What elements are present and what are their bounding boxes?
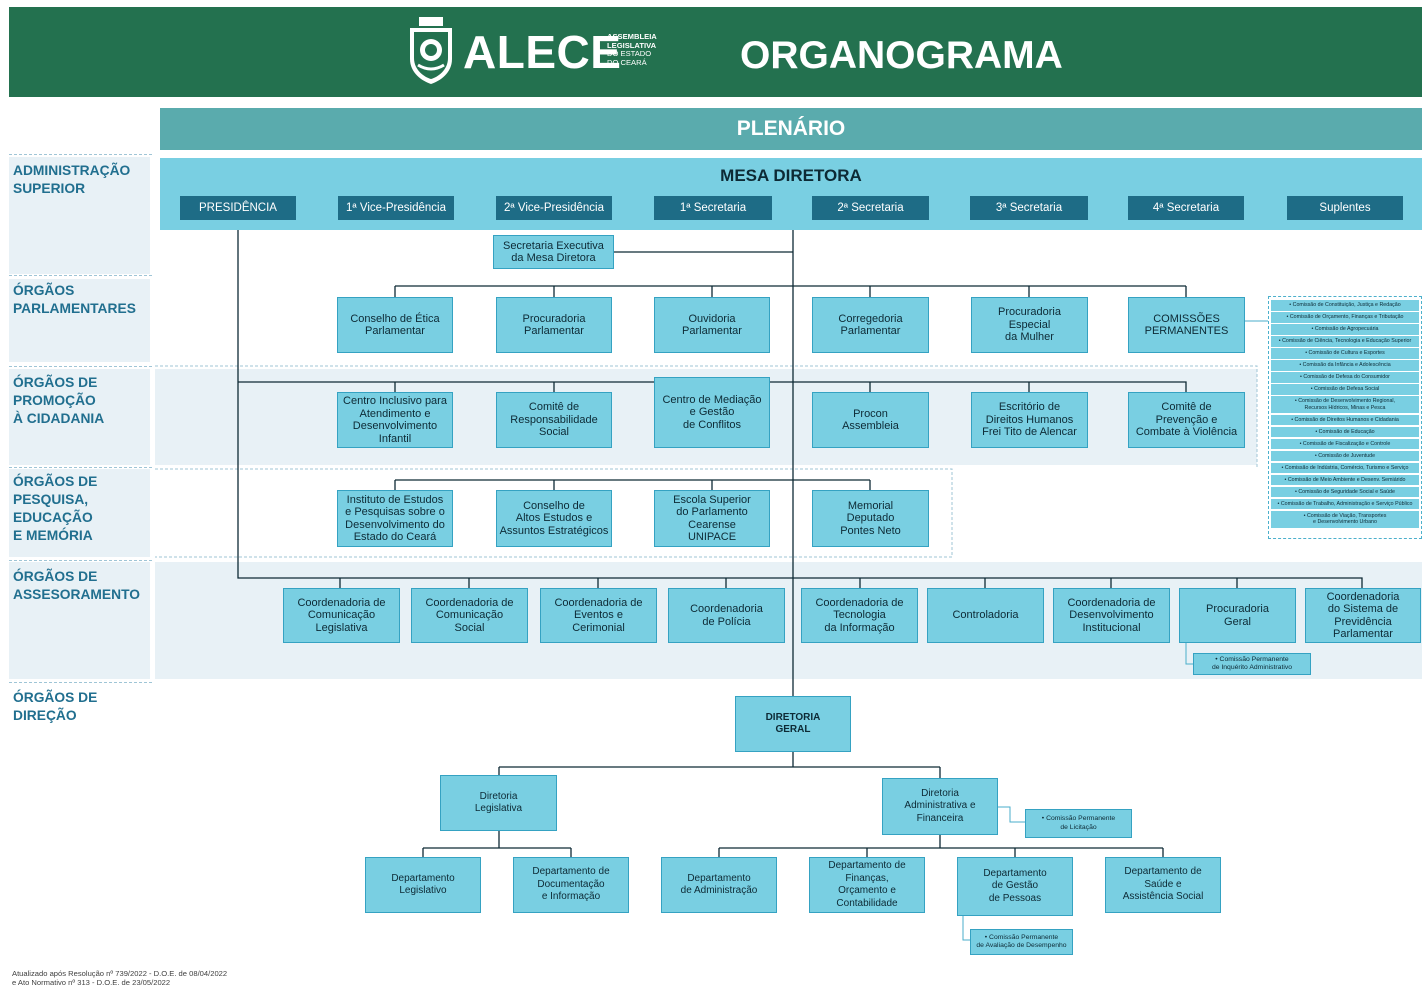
org-box-assessoramento: Coordenadoria de Eventos e Cerimonial (540, 588, 657, 643)
section-label-cidadania: ÓRGÃOS DE PROMOÇÃO À CIDADANIA (13, 375, 105, 426)
mesa-member-2-vice: 2ª Vice-Presidência (496, 196, 612, 220)
comissao-item: • Comissão de Juventude (1271, 450, 1419, 461)
diretoria-administrativa-box: Diretoria Administrativa e Financeira (882, 778, 998, 835)
mesa-member-presidencia: PRESIDÊNCIA (180, 196, 296, 220)
alece-emblem-icon (406, 17, 456, 85)
org-box-cidadania: Centro Inclusivo para Atendimento e Dese… (337, 392, 453, 448)
org-box-cidadania: Centro de Mediação e Gestão de Conflitos (654, 377, 770, 448)
section-label-parlamentares: ÓRGÃOS PARLAMENTARES (13, 283, 136, 316)
comissoes-permanentes-box: COMISSÕES PERMANENTES (1128, 297, 1245, 353)
departamento-box: Departamento de Saúde e Assistência Soci… (1105, 857, 1221, 913)
logo-sub-line: DO ESTADO (607, 49, 652, 59)
section-divider (9, 275, 152, 276)
mesa-member-1-vice: 1ª Vice-Presidência (338, 196, 454, 220)
comissao-item: • Comissão de Ciência, Tecnologia e Educ… (1271, 336, 1419, 347)
departamento-box: Departamento Legislativo (365, 857, 481, 913)
org-box-cidadania: Comitê de Prevenção e Combate à Violênci… (1128, 392, 1245, 448)
org-box-assessoramento: Coordenadoria de Tecnologia da Informaçã… (801, 588, 918, 643)
comissao-item: • Comissão de Direitos Humanos e Cidadan… (1271, 414, 1419, 425)
org-box-assessoramento: Coordenadoria de Polícia (668, 588, 785, 643)
comissao-item: • Comissão de Agropecuária (1271, 324, 1419, 335)
departamento-box: Departamento de Documentação e Informaçã… (513, 857, 629, 913)
org-box-assessoramento: Procuradoria Geral (1179, 588, 1296, 643)
org-box-cidadania: Escritório de Direitos Humanos Frei Tito… (971, 392, 1088, 448)
logo-sub-line: LEGISLATIVA (607, 40, 657, 50)
comissao-inquerito-box: • Comissão Permanente de Inquérito Admin… (1193, 653, 1311, 675)
comissao-item: • Comissão de Constituição, Justiça e Re… (1271, 300, 1419, 311)
mesa-diretora-title: MESA DIRETORA (720, 166, 862, 185)
org-box-pesquisa: Memorial Deputado Pontes Neto (812, 490, 929, 547)
section-label-bg (9, 469, 150, 557)
mesa-member-suplentes: Suplentes (1287, 196, 1403, 220)
comissao-item: • Comissão de Trabalho, Administração e … (1271, 498, 1419, 509)
page-title: ORGANOGRAMA (740, 34, 1063, 77)
org-box-parlamentar: Ouvidoria Parlamentar (654, 297, 770, 353)
mesa-member-3-secretaria: 3ª Secretaria (970, 196, 1088, 220)
plenario-bar: PLENÁRIO (160, 108, 1422, 150)
comissao-item: • Comissão de Meio Ambiente e Desenv. Se… (1271, 474, 1419, 485)
departamento-box: Departamento de Gestão de Pessoas (957, 857, 1073, 916)
section-label-pesquisa: ÓRGÃOS DE PESQUISA, EDUCAÇÃO E MEMÓRIA (13, 474, 98, 543)
org-box-cidadania: Procon Assembleia (812, 392, 929, 448)
section-label-direcao: ÓRGÃOS DE DIREÇÃO (13, 690, 98, 723)
comissao-item: • Comissão de Educação (1271, 426, 1419, 437)
section-label-bg (9, 369, 150, 465)
comissao-item: • Comissão de Cultura e Esportes (1271, 348, 1419, 359)
section-label-assessoramento: ÓRGÃOS DE ASSESORAMENTO (13, 569, 141, 602)
org-box-pesquisa: Conselho de Altos Estudos e Assuntos Est… (496, 490, 612, 547)
section-label-bg (9, 279, 150, 362)
org-box-assessoramento: Coordenadoria de Comunicação Social (411, 588, 528, 643)
org-box-assessoramento: Coordenadoria de Comunicação Legislativa (283, 588, 400, 643)
mesa-member-4-secretaria: 4ª Secretaria (1128, 196, 1244, 220)
comissao-item: • Comissão de Indústria, Comércio, Turis… (1271, 462, 1419, 473)
comissao-item: • Comissão de Viação, Transportes e Dese… (1271, 510, 1419, 528)
section-label-bg (9, 157, 150, 274)
diretoria-legislativa-box: Diretoria Legislativa (440, 775, 557, 831)
comissao-item: • Comissão de Fiscalização e Controle (1271, 438, 1419, 449)
mesa-member-2-secretaria: 2ª Secretaria (812, 196, 929, 220)
org-box-cidadania: Comitê de Responsabilidade Social (496, 392, 612, 448)
comissao-item: • Comissão da Infância e Adolescência (1271, 360, 1419, 371)
org-box-parlamentar: Conselho de Ética Parlamentar (337, 297, 453, 353)
logo-sub-line: DO CEARÁ (607, 57, 647, 67)
header-bar (9, 7, 1422, 97)
comissoes-items: • Comissão de Constituição, Justiça e Re… (1271, 300, 1419, 528)
comissao-licitacao-box: • Comissão Permanente de Licitação (1025, 809, 1132, 838)
org-box-assessoramento: Coordenadoria do Sistema de Previdência … (1305, 588, 1421, 643)
comissao-item: • Comissão de Seguridade Social e Saúde (1271, 486, 1419, 497)
org-box-assessoramento: Controladoria (927, 588, 1044, 643)
diretoria-geral-box: DIRETORIA GERAL (735, 696, 851, 752)
comissao-item: • Comissão de Defesa Social (1271, 384, 1419, 395)
section-divider (9, 560, 152, 561)
mesa-member-1-secretaria: 1ª Secretaria (654, 196, 772, 220)
secretaria-executiva-box: Secretaria Executiva da Mesa Diretora (493, 235, 614, 269)
comissao-avaliacao-box: • Comissão Permanente de Avaliação de De… (970, 929, 1073, 955)
org-box-parlamentar: Procuradoria Especial da Mulher (971, 297, 1088, 353)
logo-wordmark: ALECE (463, 26, 622, 78)
departamento-box: Departamento de Administração (661, 857, 777, 913)
comissao-item: • Comissão de Orçamento, Finanças e Trib… (1271, 312, 1419, 323)
logo-sub-line: ASSEMBLEIA (607, 32, 657, 41)
section-divider (9, 154, 152, 155)
org-box-assessoramento: Coordenadoria de Desenvolvimento Institu… (1053, 588, 1170, 643)
comissao-item: • Comissão de Desenvolvimento Regional, … (1271, 396, 1419, 413)
org-box-pesquisa: Escola Superior do Parlamento Cearense U… (654, 490, 770, 547)
section-divider (9, 366, 152, 367)
footnote: Atualizado após Resolução nº 739/2022 - … (12, 969, 228, 987)
org-box-parlamentar: Procuradoria Parlamentar (496, 297, 612, 353)
section-divider (9, 467, 152, 468)
departamento-box: Departamento de Finanças, Orçamento e Co… (809, 857, 925, 913)
section-label-administracao: ADMINISTRAÇÃO SUPERIOR (13, 163, 131, 196)
org-box-pesquisa: Instituto de Estudos e Pesquisas sobre o… (337, 490, 453, 547)
comissao-item: • Comissão de Defesa do Consumidor (1271, 372, 1419, 383)
logo-subtitle: ASSEMBLEIA LEGISLATIVA DO ESTADO DO CEAR… (607, 32, 657, 67)
section-divider (9, 682, 152, 683)
section-label-bg (9, 562, 150, 679)
org-box-parlamentar: Corregedoria Parlamentar (812, 297, 929, 353)
